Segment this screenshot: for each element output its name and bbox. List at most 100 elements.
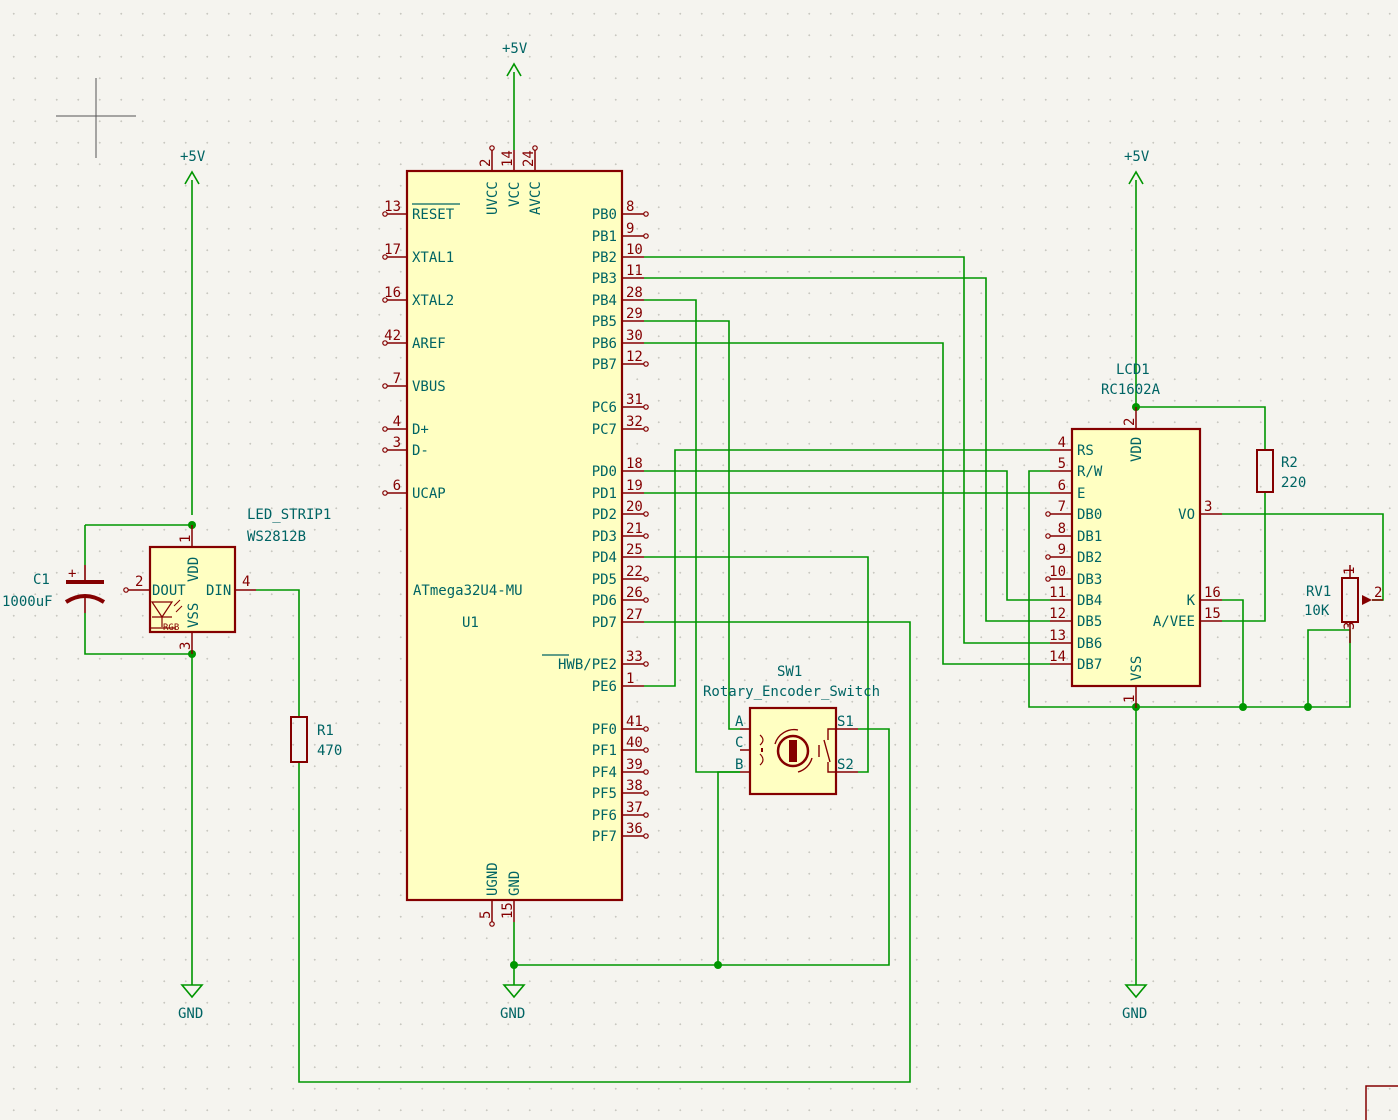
pin-name: DB2 bbox=[1077, 550, 1102, 566]
lcd1-body[interactable] bbox=[1070, 427, 1202, 688]
crosshair-cursor-icon bbox=[56, 78, 136, 158]
resistor-body[interactable] bbox=[1256, 449, 1274, 493]
component-led-strip1[interactable]: LED_STRIP1 WS2812B 1 VDD 2 DOUT 3 VSS 4 … bbox=[123, 507, 331, 654]
pin-name: PF5 bbox=[592, 786, 617, 802]
potentiometer-body[interactable] bbox=[1341, 577, 1359, 623]
pin-name: XTAL1 bbox=[412, 250, 454, 266]
sw1-pin-lines bbox=[740, 728, 858, 773]
pin-number: 7 bbox=[393, 371, 401, 387]
component-rv1[interactable]: 1 2 3 RV1 10K bbox=[1304, 565, 1383, 643]
unconnected-pin-marker bbox=[643, 361, 649, 367]
pin-number: 17 bbox=[384, 242, 401, 258]
wire bbox=[298, 621, 911, 1083]
power-symbol-5v[interactable]: +5V bbox=[180, 149, 206, 185]
pin-name: S1 bbox=[837, 714, 854, 730]
junction-dot bbox=[510, 961, 518, 969]
power-label: +5V bbox=[1124, 149, 1150, 165]
pin-name: PB4 bbox=[592, 293, 617, 309]
component-value: 10K bbox=[1304, 603, 1330, 619]
component-ref: C1 bbox=[33, 572, 50, 588]
power-label: +5V bbox=[502, 41, 528, 57]
pin-name: AREF bbox=[412, 336, 446, 352]
unconnected-pin-marker bbox=[643, 661, 649, 667]
unconnected-pin-marker bbox=[382, 447, 388, 453]
pin-name: PC7 bbox=[592, 422, 617, 438]
unconnected-pin-marker bbox=[643, 404, 649, 410]
rotary-encoder-icon bbox=[759, 728, 813, 773]
u1-body[interactable] bbox=[405, 169, 624, 902]
power-symbol-5v[interactable]: +5V bbox=[502, 41, 528, 77]
u1-bottom-pins bbox=[489, 900, 515, 927]
power-label: GND bbox=[500, 1006, 525, 1022]
component-value: RC1602A bbox=[1101, 382, 1161, 398]
pin-number: 13 bbox=[384, 199, 401, 215]
pin-number: 12 bbox=[1049, 606, 1066, 622]
power-symbol-gnd[interactable]: GND bbox=[178, 984, 204, 1022]
rgb-led-icon: RGB bbox=[150, 599, 183, 633]
unconnected-pin-marker bbox=[643, 812, 649, 818]
component-ref: RV1 bbox=[1306, 584, 1331, 600]
unconnected-pin-marker bbox=[643, 790, 649, 796]
pin-name: PB0 bbox=[592, 207, 617, 223]
pin-name: A bbox=[735, 714, 744, 730]
resistor-body[interactable] bbox=[290, 716, 308, 763]
pin-number: 20 bbox=[626, 499, 643, 515]
led-strip1-body[interactable] bbox=[148, 545, 237, 634]
pin-number: 14 bbox=[500, 150, 516, 167]
junction-dot bbox=[1304, 703, 1312, 711]
component-value: Rotary_Encoder_Switch bbox=[703, 684, 880, 700]
pin-name: RS bbox=[1077, 443, 1094, 459]
unconnected-pin-marker bbox=[382, 340, 388, 346]
component-r1[interactable]: R1 470 bbox=[290, 716, 342, 763]
push-switch-icon bbox=[818, 728, 836, 773]
pin-name: VO bbox=[1178, 507, 1195, 523]
pin-number: 3 bbox=[178, 642, 194, 650]
power-symbol-gnd[interactable]: GND bbox=[1122, 984, 1148, 1022]
pin-number: 15 bbox=[500, 902, 516, 919]
pin-number: 26 bbox=[626, 585, 643, 601]
pin-name: PD4 bbox=[592, 550, 617, 566]
vcc-arrow-icon bbox=[184, 170, 200, 185]
wire bbox=[644, 299, 740, 773]
power-symbol-5v[interactable]: +5V bbox=[1124, 149, 1150, 185]
pin-number: 11 bbox=[626, 263, 643, 279]
pin-number: 28 bbox=[626, 285, 643, 301]
unconnected-pin-marker bbox=[382, 254, 388, 260]
pin-number: 27 bbox=[626, 607, 643, 623]
pin-name: DB0 bbox=[1077, 507, 1102, 523]
ground-icon bbox=[180, 984, 204, 999]
pin-name: VDD bbox=[1129, 437, 1145, 462]
junction-dot bbox=[714, 961, 722, 969]
pin-name: D- bbox=[412, 443, 429, 459]
unconnected-pin-marker bbox=[1045, 533, 1051, 539]
pin-number: 1 bbox=[626, 671, 634, 687]
pin-name: VSS bbox=[186, 603, 202, 628]
pin-number: 31 bbox=[626, 392, 643, 408]
unconnected-pin-marker bbox=[643, 233, 649, 239]
pin-number: 11 bbox=[1049, 585, 1066, 601]
component-r2[interactable]: R2 220 bbox=[1256, 449, 1306, 493]
pin-name: PE6 bbox=[592, 679, 617, 695]
component-sw1[interactable]: SW1 Rotary_Encoder_Switch A C B S1 S2 bbox=[703, 664, 880, 796]
pin-name: PB7 bbox=[592, 357, 617, 373]
component-c1[interactable]: + C1 1000uF bbox=[2, 565, 106, 613]
pin-name: VDD bbox=[186, 557, 202, 582]
unconnected-pin-marker bbox=[643, 769, 649, 775]
pin-number: 30 bbox=[626, 328, 643, 344]
component-value: 1000uF bbox=[2, 594, 53, 610]
pin-number: 3 bbox=[1204, 499, 1212, 515]
pin-number: 5 bbox=[1058, 456, 1066, 472]
power-symbol-gnd[interactable]: GND bbox=[500, 984, 526, 1022]
unconnected-pin-marker bbox=[1045, 576, 1051, 582]
pin-number: 15 bbox=[1204, 606, 1221, 622]
unconnected-pin-marker bbox=[643, 833, 649, 839]
pin-name: PD3 bbox=[592, 529, 617, 545]
unconnected-pin-marker bbox=[1045, 554, 1051, 560]
wire bbox=[1222, 599, 1244, 707]
pin-number: 1 bbox=[178, 535, 194, 543]
vcc-arrow-icon bbox=[506, 62, 522, 77]
